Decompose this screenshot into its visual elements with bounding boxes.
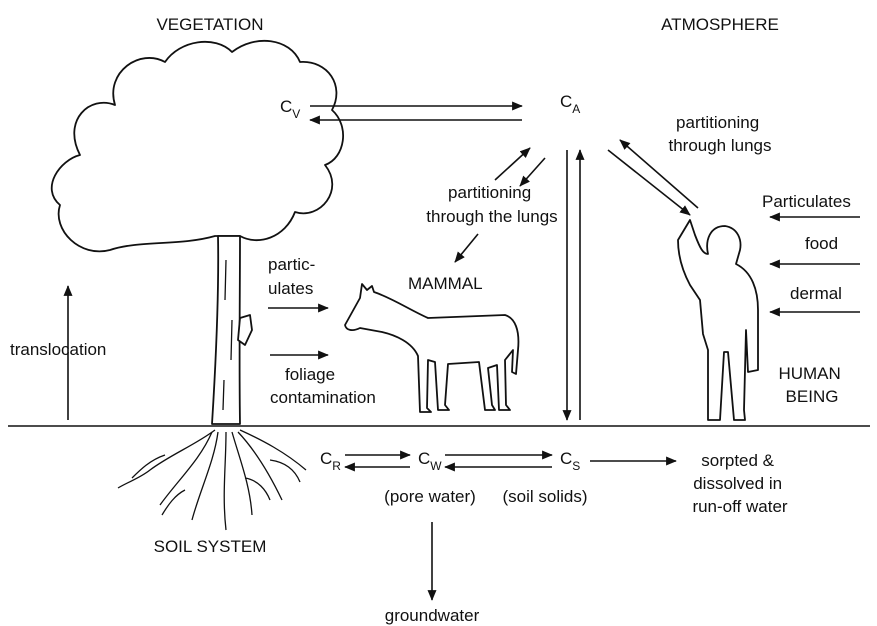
particulates-right-label: Particulates <box>762 192 851 211</box>
runoff-label: sorpted & dissolved in run-off water <box>692 451 787 516</box>
human-being-label: HUMAN BEING <box>778 364 845 406</box>
cs-label: CS <box>560 449 580 473</box>
cr-label: CR <box>320 449 341 473</box>
human-illustration <box>678 220 758 420</box>
pore-water-label: (pore water) <box>384 487 476 506</box>
arrow-ca-to-lungs-label <box>520 158 545 186</box>
groundwater-label: groundwater <box>385 606 480 625</box>
soil-system-title: SOIL SYSTEM <box>154 537 267 556</box>
roots-illustration <box>118 430 306 530</box>
partitioning-the-lungs-label: partitioning through the lungs <box>426 183 557 226</box>
particulates-left-label: partic- ulates <box>268 255 320 298</box>
arrow-to-mammal <box>455 234 478 262</box>
atmosphere-title: ATMOSPHERE <box>661 15 779 34</box>
cw-label: CW <box>418 449 442 473</box>
mammal-label: MAMMAL <box>408 274 483 293</box>
tree-branch-stub <box>238 315 252 345</box>
arrow-ca-to-human <box>608 150 690 215</box>
translocation-label: translocation <box>10 340 106 359</box>
dermal-label: dermal <box>790 284 842 303</box>
foliage-contamination-label: foliage contamination <box>270 365 376 407</box>
partitioning-lungs-label: partitioning through lungs <box>668 113 771 155</box>
vegetation-title: VEGETATION <box>156 15 263 34</box>
food-label: food <box>805 234 838 253</box>
ca-label: CA <box>560 92 580 116</box>
tree-canopy <box>52 41 343 252</box>
soil-solids-label: (soil solids) <box>502 487 587 506</box>
arrow-mammal-to-ca <box>495 148 530 180</box>
